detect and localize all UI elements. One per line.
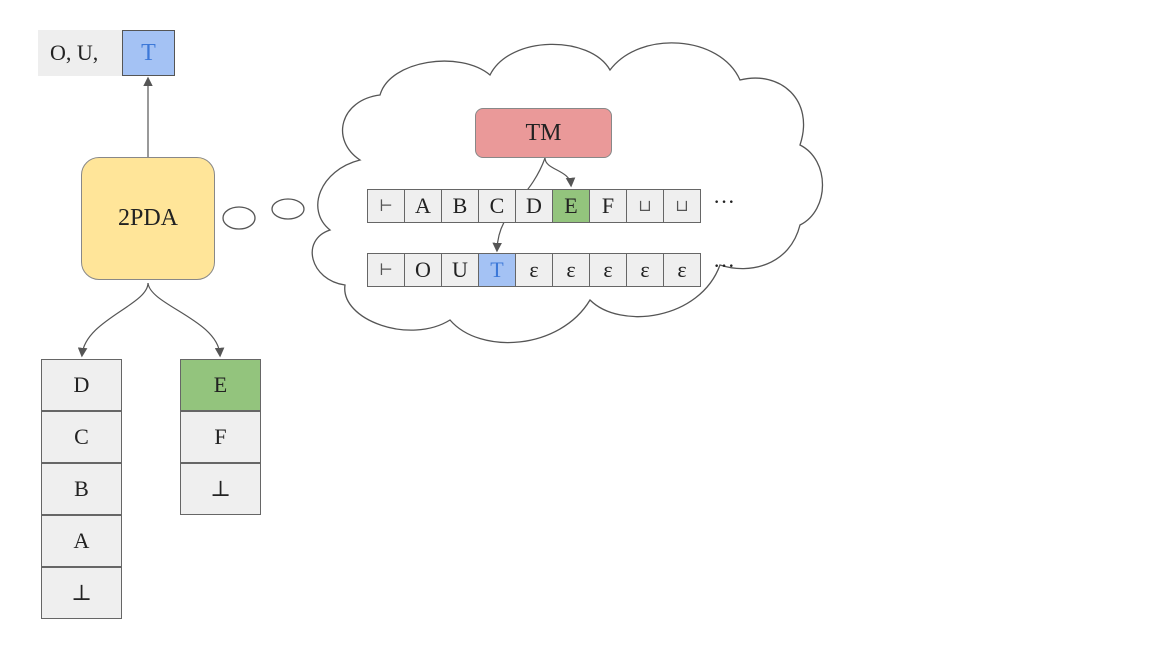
thought-bubble-small (222, 206, 256, 230)
stack-right-cell: F (180, 411, 261, 463)
pda-to-left-stack-arrow (77, 282, 149, 358)
tape-input-cell: C (478, 189, 516, 223)
stack-left-cell: C (41, 411, 122, 463)
tape-input-cell: B (441, 189, 479, 223)
stack-left-cell: ⊥ (41, 567, 122, 619)
tape-input-cell: ⊔ (626, 189, 664, 223)
tm-to-top-tape-arrow (544, 157, 576, 188)
tape-output-ellipsis: ··· (713, 253, 735, 278)
tape-output-cell: ε (552, 253, 590, 287)
tape-output-cell: ⊢ (367, 253, 405, 287)
tape-input-cell: F (589, 189, 627, 223)
tape-output-cell: O (404, 253, 442, 287)
output-text: O, U, (38, 30, 123, 76)
stack-right-cell: ⊥ (180, 463, 261, 515)
tape-input-cell: ⊔ (663, 189, 701, 223)
stack-left-cell: B (41, 463, 122, 515)
pda-box: 2PDA (81, 157, 215, 280)
stack-left-cell: A (41, 515, 122, 567)
tape-output-cell: ε (626, 253, 664, 287)
tape-output-cell: ε (663, 253, 701, 287)
tape-input-cell: A (404, 189, 442, 223)
tape-input-ellipsis: ··· (713, 189, 735, 214)
stack-left-cell: D (41, 359, 122, 411)
tape-input-head-cell: E (552, 189, 590, 223)
output-current-cell: T (122, 30, 175, 76)
tape-input-cell: D (515, 189, 553, 223)
stack-right-top-cell: E (180, 359, 261, 411)
tape-output-cell: U (441, 253, 479, 287)
tape-output-cell: ε (515, 253, 553, 287)
thought-bubble-medium (271, 198, 305, 220)
tm-box: TM (475, 108, 612, 158)
tape-output-head-cell: T (478, 253, 516, 287)
pda-to-right-stack-arrow (147, 282, 225, 358)
tape-output-cell: ε (589, 253, 627, 287)
tape-input-cell: ⊢ (367, 189, 405, 223)
